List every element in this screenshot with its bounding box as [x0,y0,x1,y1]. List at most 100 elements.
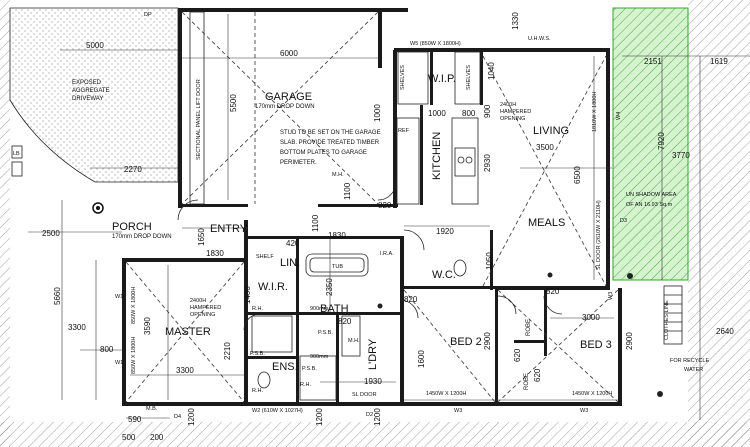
room-label-ens: ENS. [272,361,298,373]
room-label-shelf: SHELF [256,254,274,260]
svg-text:W4: W4 [616,112,622,120]
svg-text:590: 590 [128,415,142,424]
psb-note-2: P.S.B. [302,366,317,372]
svg-text:W3: W3 [580,408,588,414]
room-label-living: LIVING [533,125,569,137]
svg-text:1450W X 1200H: 1450W X 1200H [572,391,612,397]
svg-text:D2: D2 [366,412,373,418]
svg-text:1050: 1050 [485,252,494,270]
ldry-sl-door-note: SL DOOR [352,392,377,398]
uhws-note: U.H.W.S. [528,36,551,42]
room-label-bath: BATH [320,303,349,315]
porch-column [92,202,104,214]
svg-text:820: 820 [378,201,392,210]
svg-text:W5 (850W X 1800H): W5 (850W X 1800H) [410,41,461,47]
rh-note-3: R.H. [252,388,263,394]
svg-text:1619: 1619 [710,57,728,66]
psb-note-1: P.S.B. [318,330,333,336]
svg-text:900: 900 [483,104,492,118]
opening-tags: W5 (850W X 1800H) W4 W1 W1 W2 (610W X 10… [115,12,627,420]
svg-text:1200: 1200 [315,408,324,426]
svg-text:W2 (610W X 1027H): W2 (610W X 1027H) [252,408,303,414]
mh-note: M.H. [332,172,344,178]
stud-note: STUD TO BE SET ON THE GARAGE SLAB. PROVI… [280,130,382,166]
room-label-bed3: BED 3 [580,339,612,351]
svg-text:2930: 2930 [483,154,492,172]
svg-text:900mm: 900mm [310,354,329,360]
svg-text:620: 620 [513,348,522,362]
svg-text:1330: 1330 [511,12,520,30]
walls [122,8,622,406]
svg-text:1200: 1200 [187,408,196,426]
svg-text:6500: 6500 [573,166,582,184]
room-label-wip: W.I.P. [428,73,456,85]
svg-text:2500: 2500 [42,229,60,238]
svg-text:D3: D3 [620,218,627,224]
clothes-line-note: CLOTHES LINE [664,300,670,340]
svg-text:3000: 3000 [582,313,600,322]
room-label-robe1: ROBE [526,319,532,336]
tub-note: TUB [332,264,343,270]
svg-text:DP: DP [144,12,152,18]
hampered-living-note: 2400H HAMPERED OPENING [500,102,533,122]
svg-text:2350: 2350 [325,278,334,296]
svg-text:1450W X 1200H: 1450W X 1200H [426,391,466,397]
svg-text:1810W X 1800H: 1810W X 1800H [592,92,598,132]
room-label-meals: MEALS [528,217,565,229]
svg-text:1920: 1920 [436,227,454,236]
driveway [9,7,179,183]
svg-text:5660: 5660 [53,287,62,305]
svg-text:800: 800 [100,345,114,354]
garage-drop-note: 170mm DROP DOWN [255,104,315,110]
room-label-ira: I.R.A. [380,251,394,257]
svg-text:500: 500 [122,433,136,442]
recycle-note: FOR RECYCLE WATER [670,358,711,373]
svg-text:1000: 1000 [373,104,382,122]
svg-text:820: 820 [338,317,352,326]
svg-text:1830: 1830 [206,249,224,258]
svg-text:3300: 3300 [176,366,194,375]
shelves-note-1: SHELVES [400,65,406,90]
rh-note-1: R.H. [252,306,263,312]
svg-text:M.B.: M.B. [146,406,158,412]
boundary-hatch-left [0,0,10,447]
room-label-kitchen: KITCHEN [431,132,443,180]
sectional-door-note: SECTIONAL PANEL LIFT DOOR [196,79,202,160]
svg-text:1100: 1100 [343,182,352,200]
room-label-garage: GARAGE [265,91,312,103]
svg-text:2640: 2640 [716,327,734,336]
svg-text:D4: D4 [174,414,181,420]
svg-text:3300: 3300 [68,323,86,332]
svg-text:1040: 1040 [487,62,496,80]
svg-text:200: 200 [150,433,164,442]
porch-drop-note: 170mm DROP DOWN [112,234,172,240]
shelves-note-2: SHELVES [466,65,472,90]
room-label-robe2: ROBE [524,373,530,390]
svg-text:3590: 3590 [143,317,152,335]
boundary-hatch-bottom [0,422,750,447]
svg-text:2210: 2210 [223,342,232,360]
svg-text:620: 620 [533,368,542,382]
svg-text:1000: 1000 [428,109,446,118]
svg-text:3770: 3770 [672,151,690,160]
ref-note: REF [398,128,410,134]
room-label-ldry: L'DRY [367,338,379,370]
svg-text:1650: 1650 [197,228,206,246]
mh-note-2: M.H. [348,338,360,344]
room-label-master: MASTER [165,326,211,338]
svg-text:7920: 7920 [657,132,666,150]
svg-text:W3: W3 [454,408,462,414]
svg-text:900mm: 900mm [310,306,329,312]
room-label-entry: ENTRY [210,223,248,235]
svg-text:820: 820 [546,287,560,296]
svg-text:2270: 2270 [124,165,142,174]
svg-text:820: 820 [404,295,418,304]
svg-text:1830: 1830 [328,231,346,240]
boundary-hatch-right [688,0,750,447]
rh-note-2: R.H. [300,382,311,388]
svg-text:5500: 5500 [229,94,238,112]
svg-text:850W X 1800H: 850W X 1800H [131,337,137,374]
psb-note-3: P.S.B. [250,351,265,357]
hampered-master-note: 2400H HAMPERED OPENING [190,298,223,318]
